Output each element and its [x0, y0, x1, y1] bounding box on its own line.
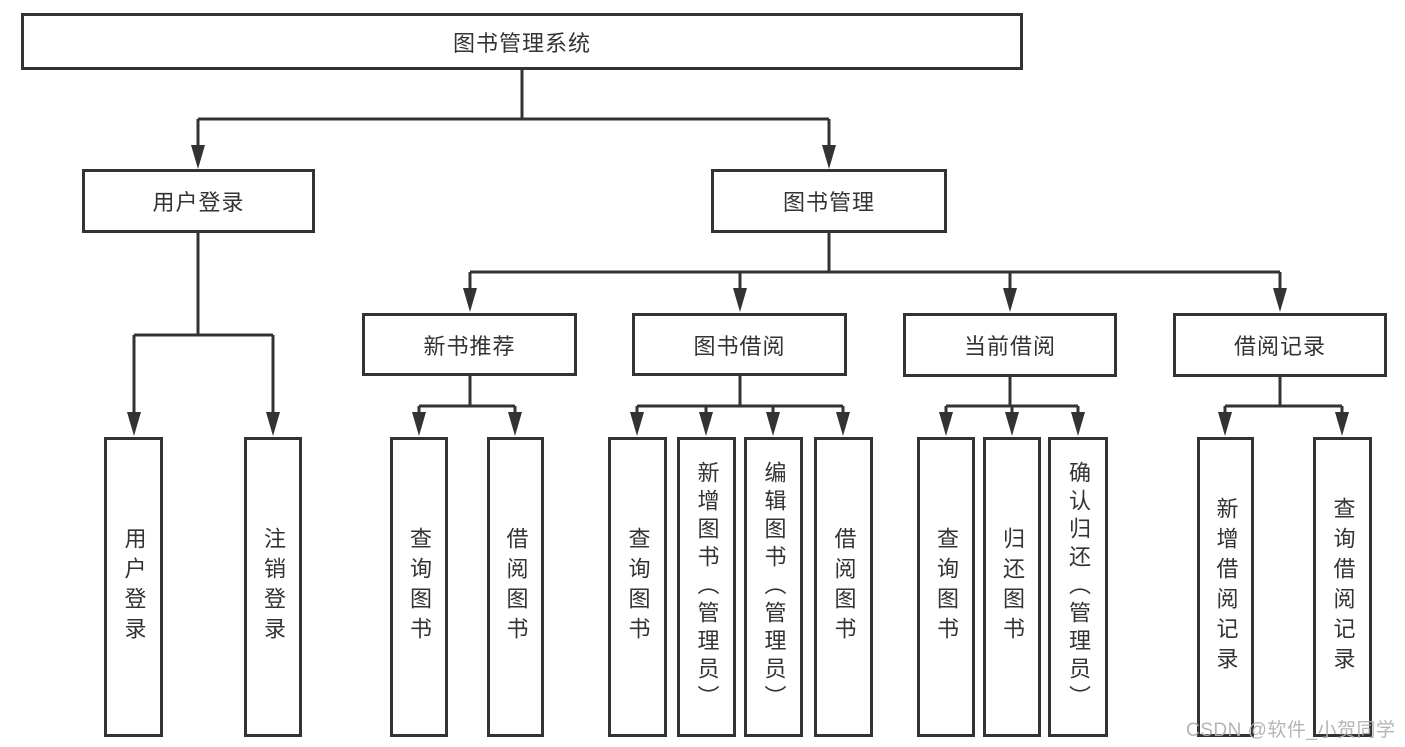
- leaf-query-books-recommend: 查询图书: [390, 437, 448, 737]
- leaf-user-login: 用户登录: [104, 437, 163, 737]
- node-root-library-system: 图书管理系统: [21, 13, 1023, 70]
- leaf-return-books: 归还图书: [983, 437, 1041, 737]
- node-new-book-recommend: 新书推荐: [362, 313, 577, 376]
- leaf-query-books-current: 查询图书: [917, 437, 975, 737]
- node-book-management: 图书管理: [711, 169, 947, 233]
- leaf-edit-books-admin: 编辑图书（管理员）: [744, 437, 803, 737]
- leaf-query-borrow-record: 查询借阅记录: [1313, 437, 1372, 737]
- leaf-confirm-return-admin: 确认归还（管理员）: [1048, 437, 1108, 737]
- node-book-borrowing: 图书借阅: [632, 313, 847, 376]
- leaf-query-books-borrowing: 查询图书: [608, 437, 667, 737]
- leaf-add-books-admin: 新增图书（管理员）: [677, 437, 736, 737]
- leaf-add-borrow-record: 新增借阅记录: [1197, 437, 1254, 737]
- node-borrowing-records: 借阅记录: [1173, 313, 1387, 377]
- node-current-borrowing: 当前借阅: [903, 313, 1117, 377]
- leaf-borrow-books-recommend: 借阅图书: [487, 437, 544, 737]
- csdn-watermark: CSDN @软件_小贺同学: [1186, 720, 1396, 741]
- node-user-login: 用户登录: [82, 169, 315, 233]
- leaf-borrow-books: 借阅图书: [814, 437, 873, 737]
- leaf-logout: 注销登录: [244, 437, 302, 737]
